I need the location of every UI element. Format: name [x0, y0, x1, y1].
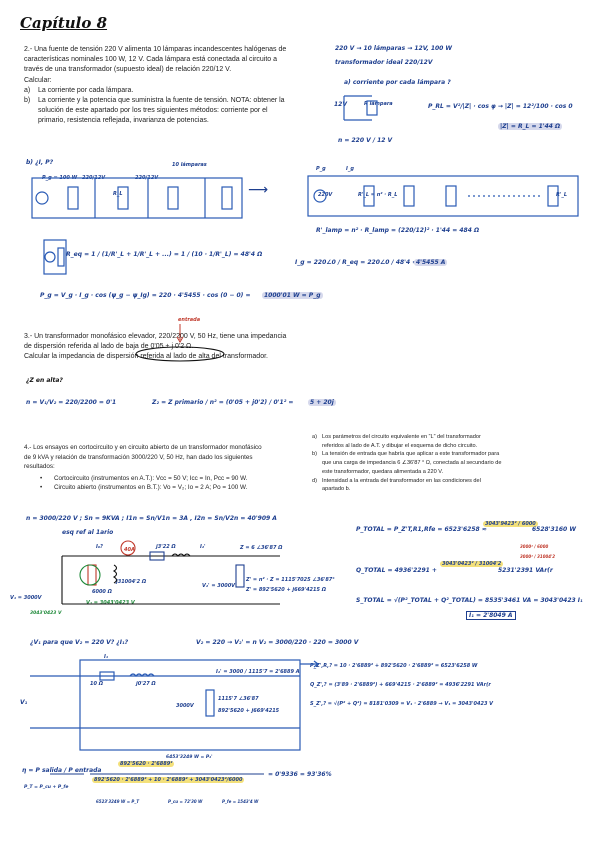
hw-r-s: S_Z',? = √(P² + Q²) = 8181'0309 = V₁ · 2…	[310, 701, 494, 707]
hw-qtotal-frac: 3043'0423² / 31004'2	[440, 561, 504, 567]
simplified-circuit	[30, 659, 319, 751]
hw-ptotal-frac: 3043'9423² / 6000	[483, 521, 538, 527]
hw-c2-j: j0'27 Ω	[136, 681, 156, 687]
list-item: d) Intensidad a la entrada del transform…	[312, 477, 481, 493]
hw-qtotal: Q_TOTAL = 4936'2291 +	[356, 567, 437, 574]
hw-stotal: S_TOTAL = √(P²_TOTAL + Q²_TOTAL) = 8535'…	[356, 597, 583, 604]
hw-result-r: |Z| = R_L = 1'44 Ω	[498, 123, 563, 130]
hw-eta-b1: 6523'3249 W = P_T	[96, 799, 140, 804]
hw-n-calc: n = V₁/V₂ = 220/2200 = 0'1	[26, 399, 117, 406]
hw-zp: Z' = n² · Z = 1115'7025 ∠36'87°	[246, 577, 335, 583]
hw-pg: P_g	[316, 166, 326, 172]
hw-c2-i2: I₂' = 3000 / 1115'7 = 2'6889 A	[216, 669, 300, 675]
hw-v1b: 3043'0423 V	[30, 611, 62, 616]
hw-given-2: transformador ideal 220/12V	[335, 59, 433, 66]
problem-3-statement: 3.- Un transformador monofásico elevador…	[24, 333, 287, 361]
hw-c2-zb: 892'5620 + j669'4215	[218, 708, 280, 714]
hw-z-result: 5 + 20j	[308, 399, 336, 406]
hw-v2line: V₂ = 220 → V₂' = n V₂ = 3000/220 · 220 =…	[196, 639, 359, 646]
hw-n-line: n = 3000/220 V ; Sn = 9KVA ; I1n = Sn/V1…	[26, 515, 277, 522]
hw-c2-10: 10 Ω	[90, 681, 103, 687]
hw-eta-lhs: η = P salida / P entrada	[22, 767, 102, 774]
hw-i1-result: I₁ = 2'8049 A	[466, 611, 516, 620]
hw-z6: Z = 6 ∠36'87 Ω	[240, 545, 283, 551]
hw-rl2: R'_L = n² · R_L	[358, 192, 398, 198]
hw-pr-formula: P_RL = V²/|Z| · cos φ → |Z| = 12²/100 · …	[428, 103, 573, 110]
hw-ia: 40A	[124, 547, 135, 553]
problem-4-statement: 4.- Los ensayos en cortocircuito y en ci…	[24, 443, 309, 493]
hw-z-alta: ¿Z en alta?	[26, 377, 63, 384]
hw-src: 220V	[318, 192, 333, 198]
hw-zp2: Z' = 892'5620 + j669'4215 Ω	[246, 587, 326, 593]
hw-xfe: j31004'2 Ω	[116, 579, 147, 585]
reflected-schematic	[307, 175, 579, 217]
hw-pg-calc: P_g = V_g · I_g · cos (ψ_g − ψ_Ig) = 220…	[40, 292, 251, 299]
hw-rl3: R'_L	[556, 192, 568, 198]
hw-ig-result: 4'5455 A	[414, 259, 448, 266]
hw-esq: esq ref al 1ario	[62, 529, 114, 536]
hw-part-b: b) ¿I, P?	[26, 159, 54, 166]
hw-ptotal-result: 6528'3160 W	[532, 526, 576, 533]
hw-eta-top: 6453'3249 W = P₂'	[166, 755, 213, 760]
hw-ig-calc: I_g = 220∠0 / R_eq = 220∠0 / 48'4 =	[295, 259, 418, 266]
hw-v2p: V₂' = 3000V	[202, 583, 236, 589]
list-item: •Circuito abierto (instrumentos en B.T.)…	[40, 484, 248, 491]
hw-qtotal-result: 5231'2391 VAr(r	[498, 567, 553, 574]
hw-eta-result: = 0'9336 = 93'36%	[268, 771, 332, 778]
hw-entrada: entrada	[178, 317, 201, 323]
hw-rfe: 6000 Ω	[92, 589, 112, 595]
transformer-equivalent-circuit	[61, 540, 280, 605]
ten-lamp-schematic	[31, 177, 243, 219]
hw-zbranch: j3'22 Ω	[156, 544, 176, 550]
problem-2-statement: 2.- Una fuente de tensión 220 V alimenta…	[24, 45, 324, 127]
problem-2-line: 2.- Una fuente de tensión 220 V alimenta…	[24, 46, 287, 53]
problem-2-line: través de una transformador (supuesto id…	[24, 66, 232, 74]
list-item: a) Los parámetros del circuito equivalen…	[312, 434, 481, 449]
hw-v1eq: V₁ = 3043'0423 V	[86, 600, 135, 606]
arrow-glyph: ⟶	[248, 182, 269, 198]
hw-eta-den: 892'5620 · 2'6889² + 10 · 2'6889² + 3043…	[92, 777, 245, 783]
list-item: •Cortocircuito (instrumentos en A.T.): V…	[40, 474, 248, 482]
circled-impedance	[135, 346, 225, 362]
hw-req-calc: R_eq = 1 / (1/R'_L + 1/R'_L + ...) = 1 /…	[66, 251, 263, 258]
problem-4-questions: a) Los parámetros del circuito equivalen…	[312, 433, 592, 494]
hw-ten-lamps: 10 lámparas	[172, 162, 207, 168]
hw-ig: I_g	[346, 166, 354, 172]
hw-c2-z: 1115'7 ∠36'87	[218, 696, 259, 702]
hw-i0: I₀?	[96, 544, 103, 550]
hw-pg-result: 1000'01 W = P_g	[262, 292, 323, 299]
calc-label: Calcular:	[24, 76, 52, 84]
hw-eta-num: 892'5620 · 2'6889²	[118, 761, 175, 767]
hw-eta-b2: P_cu = 72'30 W	[168, 799, 203, 804]
hw-part-a: a) corriente por cada lámpara ?	[344, 79, 451, 86]
hw-i2p: I₂'	[200, 544, 206, 550]
hw-ratio: n = 220 V / 12 V	[338, 137, 393, 144]
hw-small-red-2: 3000² / 31004'2	[520, 554, 556, 559]
hw-ptotal: P_TOTAL = P_Z'T,R1,Rfe = 6523'6258 ≈	[356, 526, 487, 533]
chapter-title: Capítulo 8	[20, 14, 108, 32]
list-item: a) La corriente por cada lámpara.	[24, 86, 134, 94]
hw-v1: V₁ = 3000V	[10, 595, 42, 601]
hw-12v: 12V	[334, 101, 347, 108]
list-item: b) La tensión de entrada que habría que …	[312, 451, 502, 475]
hw-eta-pt: P_T = P_cu + P_fe	[24, 785, 69, 790]
hw-i1-top: I₁	[104, 654, 109, 660]
hw-z-calc: Z₂ = Z primario / n² = (0'05 + j0'2) / 0…	[152, 399, 294, 406]
lamp-diagram	[343, 95, 378, 121]
hw-v1-left: V₁	[20, 699, 28, 706]
hw-rl-calc: R'_lamp = n² · R_lamp = (220/12)² · 1'44…	[316, 227, 480, 234]
hw-r-q: Q_Z',? = (3'89 · 2'6889²) + 669'4215 · 2…	[310, 682, 491, 688]
hw-q2: ¿V₁ para que V₂ = 220 V? ¿I₁?	[30, 639, 129, 646]
problem-2-line: características nominales 100 W, 12 V. C…	[24, 56, 278, 64]
hw-small-red-1: 3000² / 6000	[520, 544, 549, 549]
hw-eta-b3: P_fe = 1543'4 W	[222, 799, 259, 804]
hw-given-1: 220 V → 10 lámparas → 12V, 100 W	[335, 45, 453, 52]
list-item: b) La corriente y la potencia que sumini…	[24, 97, 285, 125]
equivalent-schematic	[43, 239, 67, 275]
hw-r-p: P_Z',R,? = 10 · 2'6889² + 892'5620 · 2'6…	[310, 663, 478, 669]
hw-c2-v: 3000V	[176, 703, 194, 709]
hw-rlamp: R lámpara	[364, 101, 393, 107]
